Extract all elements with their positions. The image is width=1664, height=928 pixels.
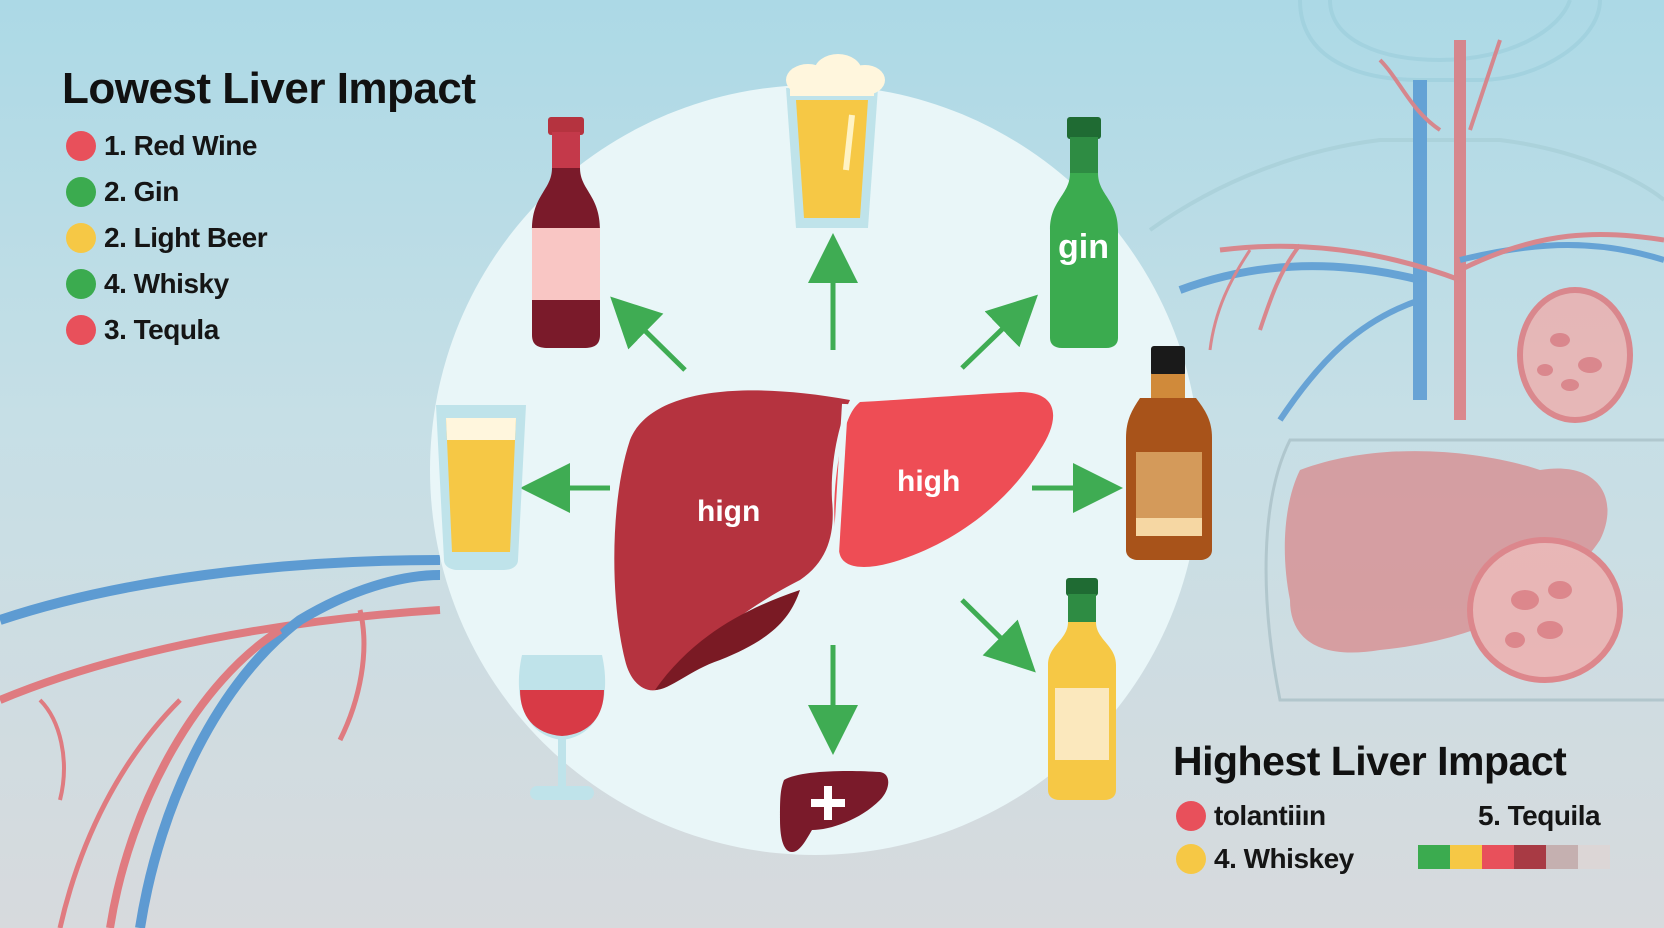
- highest-item-2: 4. Whiskey: [1176, 843, 1354, 875]
- impact-color-scale: [1418, 845, 1610, 869]
- beer-glass-icon: [786, 54, 885, 228]
- lowest-item-label: 4. Whisky: [104, 268, 229, 299]
- white-wine-bottle-icon: [1048, 578, 1116, 800]
- wine-glass-icon: [518, 655, 606, 800]
- highest-right-label: 5. Tequila: [1478, 800, 1601, 831]
- lowest-impact-title: Lowest Liver Impact: [62, 64, 476, 113]
- lowest-item-1: 1. Red Wine: [66, 130, 257, 162]
- arrow-up-left: [610, 296, 687, 372]
- lowest-item-label: 1. Red Wine: [104, 130, 257, 161]
- vessels-background: [0, 555, 441, 928]
- scale-swatch: [1482, 845, 1514, 869]
- lowest-item-4: 4. Whisky: [66, 268, 229, 300]
- liver-left-label: hign: [697, 495, 761, 528]
- liver-icon: [614, 390, 1054, 691]
- lowest-item-5: 3. Tequla: [66, 314, 219, 346]
- highest-item-1: tolantiiın: [1176, 800, 1326, 832]
- liver-plus-icon: [780, 770, 889, 852]
- lowest-item-label: 2. Light Beer: [104, 222, 268, 253]
- gin-bottle-label: gin: [1058, 228, 1109, 266]
- lowest-item-3: 2. Light Beer: [66, 222, 268, 254]
- lowest-item-label: 3. Tequla: [104, 314, 219, 345]
- anatomy-background: [1148, 0, 1664, 702]
- scale-swatch: [1450, 845, 1482, 869]
- status-dot: [66, 315, 96, 345]
- status-dot: [66, 177, 96, 207]
- light-beer-glass-icon: [436, 405, 526, 570]
- highest-item-label: 4. Whiskey: [1214, 843, 1354, 874]
- liver-right-label: high: [897, 465, 961, 498]
- status-dot: [1176, 801, 1206, 831]
- gin-bottle-icon: [1050, 117, 1118, 348]
- scale-swatch: [1578, 845, 1610, 869]
- red-wine-bottle-icon: [532, 117, 600, 348]
- highest-item-label: tolantiiın: [1214, 800, 1326, 831]
- arrow-down-right: [960, 598, 1036, 673]
- scale-swatch: [1418, 845, 1450, 869]
- lowest-item-label: 2. Gin: [104, 176, 179, 207]
- arrows: [520, 233, 1123, 755]
- status-dot: [1176, 844, 1206, 874]
- status-dot: [66, 223, 96, 253]
- scale-swatch: [1514, 845, 1546, 869]
- lowest-item-2: 2. Gin: [66, 176, 179, 208]
- status-dot: [66, 269, 96, 299]
- whisky-bottle-icon: [1126, 346, 1212, 560]
- scale-swatch: [1546, 845, 1578, 869]
- status-dot: [66, 131, 96, 161]
- highest-impact-title: Highest Liver Impact: [1173, 738, 1567, 784]
- arrow-up-right: [960, 294, 1038, 370]
